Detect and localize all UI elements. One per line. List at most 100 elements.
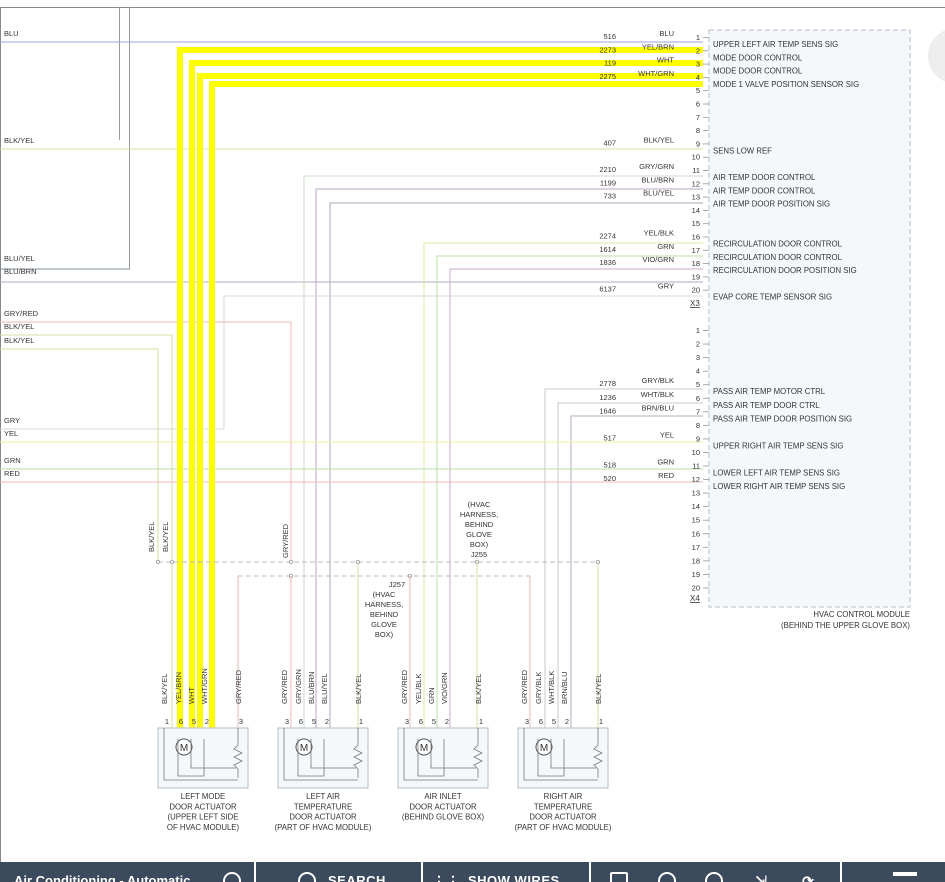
motor-label: M [420, 743, 428, 754]
connector-x3: X3 [690, 299, 700, 308]
actuator-wire-label: BLK/YEL [594, 674, 603, 704]
splice-id: J257 [389, 580, 405, 589]
splice-description: GLOVE [371, 620, 397, 629]
actuator-pin: 3 [405, 717, 409, 726]
splice-description: HARNESS, [365, 600, 403, 609]
circuit-number: 407 [603, 138, 616, 147]
floating-action-button[interactable] [928, 28, 945, 84]
potentiometer [473, 728, 483, 778]
motor-symbol [175, 738, 193, 756]
wire [329, 202, 703, 728]
door-actuator: M [277, 727, 369, 789]
printer-icon[interactable] [893, 872, 917, 882]
square-icon[interactable] [610, 872, 628, 882]
motor-symbol [415, 738, 433, 756]
wire [449, 268, 703, 728]
pin-number: 12 [692, 179, 700, 188]
pin-number: 12 [692, 475, 700, 484]
pin-function: PASS AIR TEMP DOOR CTRL [713, 401, 820, 410]
toolbar-divider [840, 862, 842, 882]
pin-number: 14 [692, 206, 700, 215]
search-button[interactable]: SEARCH [328, 873, 386, 882]
splice-description: BEHIND [370, 610, 399, 619]
zoom-in-icon[interactable] [705, 872, 723, 882]
circuit-number: 1199 [600, 178, 616, 187]
actuator-pin: 5 [552, 717, 556, 726]
actuator-pin: 2 [565, 717, 569, 726]
internal-wiring [537, 739, 565, 777]
pin-number: 18 [692, 556, 700, 565]
pin-function: EVAP CORE TEMP SENSOR SIG [713, 293, 832, 302]
actuator-name: DOOR ACTUATOR [289, 813, 357, 822]
wire [315, 188, 703, 728]
toolbar-divider [254, 862, 256, 882]
actuator-pin: 1 [359, 717, 363, 726]
actuator-pin: 6 [419, 717, 423, 726]
actuator-box [277, 727, 369, 789]
wires [0, 41, 703, 728]
wire-color-label: BLU/BRN [641, 175, 674, 184]
highlighted-wires[interactable] [177, 47, 703, 728]
module-location: (BEHIND THE UPPER GLOVE BOX) [781, 621, 910, 630]
actuator-wire-label: GRY/RED [234, 669, 243, 704]
wire-color-label: YEL/BLK [644, 229, 674, 238]
splice-description: GLOVE [466, 530, 492, 539]
fit-icon[interactable]: ⇲ [755, 873, 767, 882]
rotate-icon[interactable]: ⟳ [802, 873, 814, 882]
diagram-title: Air Conditioning - Automatic [14, 873, 191, 882]
pin-function: UPPER LEFT AIR TEMP SENS SIG [713, 40, 838, 49]
motor-symbol [295, 738, 313, 756]
splice-wire-label: BLK/YEL [161, 522, 170, 552]
actuator-name: (PART OF HVAC MODULE) [515, 823, 612, 832]
toolbar-divider [589, 862, 591, 882]
potentiometer [233, 728, 243, 778]
left-wire-label: BLU/YEL [4, 254, 35, 263]
pin-number: 8 [696, 126, 700, 135]
pin-number: 7 [696, 407, 700, 416]
internal-wiring [550, 739, 596, 769]
wire-color-label: YEL/BRN [642, 42, 674, 51]
pin-function: LOWER LEFT AIR TEMP SENS SIG [713, 469, 840, 478]
actuator-wire-label: BLK/YEL [160, 674, 169, 704]
wire [557, 402, 703, 728]
pin-number: 15 [692, 219, 700, 228]
wire-color-label: WHT/GRN [638, 69, 674, 78]
left-wire-label: YEL [4, 429, 18, 438]
actuator-wire-label: GRY/RED [400, 669, 409, 704]
pin-function: LOWER RIGHT AIR TEMP SENS SIG [713, 482, 845, 491]
actuator-name: DOOR ACTUATOR [409, 802, 477, 811]
actuator-name: RIGHT AIR [544, 792, 583, 801]
wire [544, 388, 703, 728]
pin-number: 6 [696, 394, 700, 403]
circuit-number: 1614 [599, 245, 616, 254]
pin-number: 5 [696, 86, 700, 95]
splice-wire-label: BLK/YEL [147, 522, 156, 552]
show-wires-button[interactable]: SHOW WIRES [468, 873, 560, 882]
left-wire-label: BLU/BRN [4, 267, 37, 276]
info-icon[interactable] [223, 872, 241, 882]
wires-icon[interactable]: ⋮⋮ [432, 873, 460, 882]
wire-color-label: VIO/GRN [642, 255, 674, 264]
actuator-box [157, 727, 249, 789]
actuator-name: TEMPERATURE [294, 802, 352, 811]
left-wire-label: BLU [4, 29, 19, 38]
circuit-number: 733 [603, 192, 616, 201]
wire-color-label: GRY/BLK [642, 376, 674, 385]
pin-function: PASS AIR TEMP DOOR POSITION SIG [713, 414, 852, 423]
pin-function: MODE 1 VALVE POSITION SENSOR SIG [713, 80, 859, 89]
zoom-out-icon[interactable] [658, 872, 676, 882]
internal-wiring [310, 739, 356, 769]
pin-number: 4 [696, 73, 700, 82]
actuator-pin: 1 [165, 717, 169, 726]
splice-wire-label: GRY/RED [281, 523, 290, 558]
pin-function: AIR TEMP DOOR CONTROL [713, 173, 816, 182]
pin-number: 4 [696, 367, 700, 376]
circuit-number: 1236 [599, 393, 616, 402]
actuator-pin: 5 [312, 717, 316, 726]
pin-number: 9 [696, 139, 700, 148]
wire-color-label: WHT [657, 56, 674, 65]
pin-number: 8 [696, 421, 700, 430]
left-wire-label: BLK/YEL [4, 322, 34, 331]
search-icon[interactable] [298, 872, 316, 882]
